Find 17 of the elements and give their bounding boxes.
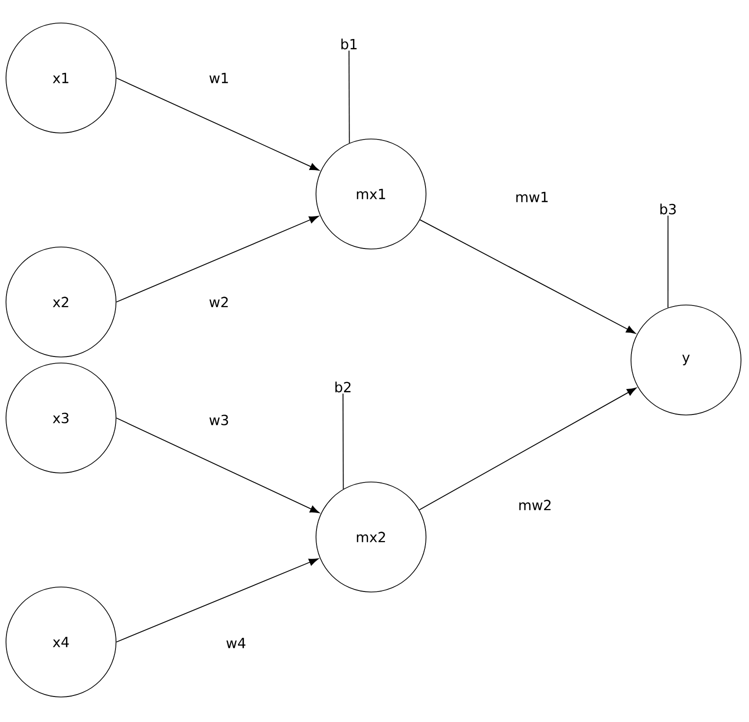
arrow (418, 388, 636, 510)
arrow (116, 558, 318, 642)
connector-line (342, 393, 344, 490)
arrow (116, 418, 320, 514)
arrow (116, 78, 320, 171)
arrow (420, 219, 636, 334)
edge-label: w2 (208, 296, 230, 308)
bias-label: b2 (335, 382, 350, 392)
edge-label: mw1 (514, 190, 550, 204)
edge-label: w1 (208, 72, 230, 84)
edge-label: w4 (224, 636, 248, 650)
arrow (116, 216, 319, 302)
bias-label: b1 (341, 38, 357, 50)
connector-line (348, 50, 350, 144)
edge-label: mw2 (517, 498, 553, 512)
edge-label: w3 (208, 414, 230, 426)
bias-label: b3 (660, 204, 676, 214)
